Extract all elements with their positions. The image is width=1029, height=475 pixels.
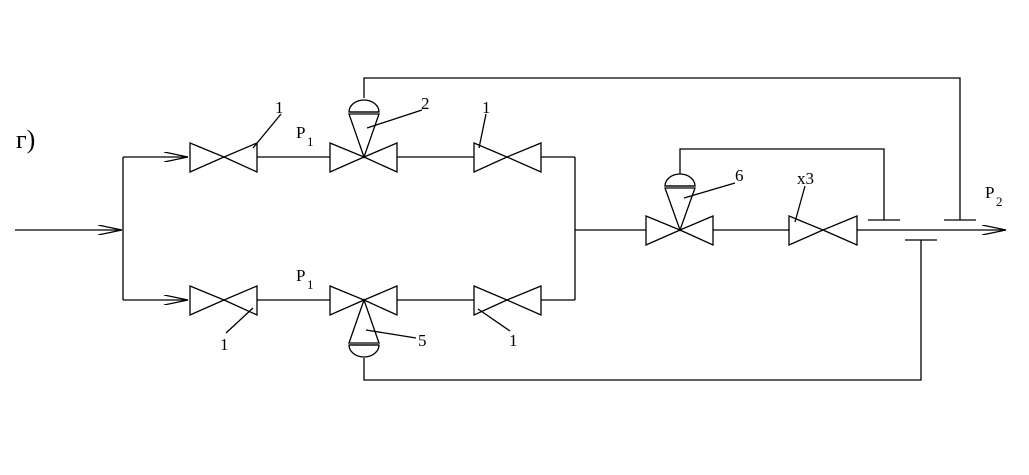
label-p2-subscript: 2: [996, 194, 1003, 209]
impulse-line-valve-2: [363, 77, 961, 220]
leader-1-bottom-right: [477, 308, 511, 332]
label-p1-bottom-subscript: 1: [307, 277, 314, 292]
shutoff-valve-bottom-right: [473, 285, 542, 317]
regulator-valve-6: [645, 173, 714, 247]
label-1-top-left: 1: [275, 98, 284, 117]
shutoff-valve-top-right: [473, 142, 542, 174]
impulse-line-valve-5: [363, 240, 922, 381]
label-1-bottom-left: 1: [220, 335, 229, 354]
regulator-valve-5: [329, 285, 398, 358]
leader-5: [365, 329, 417, 339]
label-p1-top: P: [296, 123, 305, 142]
leader-6: [683, 182, 736, 199]
leader-2: [366, 109, 423, 129]
label-6: 6: [735, 166, 744, 185]
leader-1-top-right: [478, 113, 487, 149]
leader-x3: [794, 185, 806, 223]
shutoff-valve-x3: [788, 215, 858, 246]
label-p1-top-subscript: 1: [307, 134, 314, 149]
impulse-line-valve-6: [679, 148, 885, 220]
shutoff-valve-top-left: [189, 142, 258, 174]
regulator-valve-2: [329, 99, 398, 174]
shutoff-valve-bottom-left: [189, 285, 258, 317]
label-1-top-right: 1: [482, 98, 491, 117]
label-x3: x3: [797, 169, 814, 188]
leader-1-top-left: [252, 113, 282, 149]
label-1-bottom-right: 1: [509, 331, 518, 350]
label-p1-bottom: P: [296, 266, 305, 285]
figure-label: г): [16, 125, 35, 154]
label-p2: P: [985, 183, 994, 202]
label-2: 2: [421, 94, 430, 113]
label-5: 5: [418, 331, 427, 350]
leader-1-bottom-left: [225, 307, 254, 334]
